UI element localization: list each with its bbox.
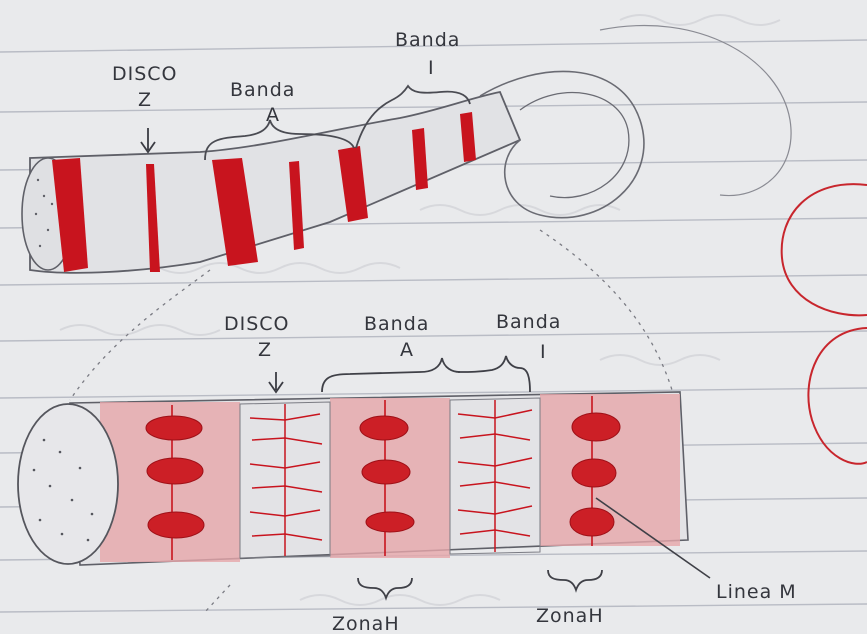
striation — [52, 158, 88, 272]
linea-m-label: Linea M — [716, 581, 797, 603]
top-banda-i-label: Banda — [395, 29, 460, 51]
zona-h-label-2: ZonaH — [536, 605, 604, 627]
top-banda-a-letter: A — [266, 104, 280, 126]
zona-h-brace-1 — [357, 577, 413, 601]
oval — [147, 511, 205, 539]
top-fiber: DISCO Z Banda A Banda I — [21, 25, 792, 274]
banda-a-brace-bottom — [321, 357, 461, 393]
bottom-banda-a-label: Banda — [364, 313, 429, 335]
z-disc-network — [239, 397, 541, 559]
striation — [412, 128, 428, 190]
bottom-banda-a-letter: A — [400, 339, 414, 361]
striation — [338, 146, 368, 222]
bottom-banda-i-label: Banda — [496, 311, 561, 333]
bottom-disco-z-label: DISCO — [224, 313, 290, 335]
striation — [212, 158, 258, 266]
top-banda-i-letter: I — [428, 57, 435, 79]
bottom-banda-i-letter: I — [540, 341, 547, 363]
disco-z-arrow-bottom — [268, 372, 284, 394]
end-cap-dots — [34, 178, 54, 248]
bottom-fiber-end-cap — [17, 403, 119, 565]
oval — [571, 458, 617, 488]
oval — [569, 507, 615, 537]
oval — [359, 415, 409, 441]
fiber-loop — [479, 70, 645, 219]
striation — [289, 161, 304, 250]
fiber-loop-outer — [599, 25, 792, 197]
top-striations — [52, 112, 476, 272]
red-circles — [780, 183, 867, 465]
bottom-cap-dots — [32, 438, 94, 542]
banda-i-brace-top — [355, 84, 471, 149]
oval — [571, 412, 621, 442]
bottom-disco-z-letter: Z — [258, 339, 272, 361]
bottom-fiber: DISCO Z Banda A Banda I ZonaH ZonaH Line… — [17, 311, 797, 634]
top-banda-a-label: Banda — [230, 79, 295, 101]
banda-i-brace-bottom — [457, 355, 531, 393]
oval — [146, 457, 204, 485]
disco-z-arrow-top — [140, 128, 156, 154]
top-disco-z-letter: Z — [138, 89, 152, 111]
oval — [145, 415, 203, 441]
banda-a-brace-top — [204, 119, 355, 161]
projection-lines — [69, 229, 673, 613]
top-disco-z-label: DISCO — [112, 63, 178, 85]
striation — [460, 112, 476, 162]
linea-m-pointer — [595, 497, 711, 579]
zona-h-label-1: ZonaH — [332, 613, 400, 634]
oval — [365, 511, 415, 533]
oval — [361, 459, 411, 485]
zona-h-brace-2 — [547, 569, 603, 593]
fiber-loop-inner — [519, 91, 630, 199]
myosin-ovals — [145, 412, 621, 539]
striation — [146, 164, 160, 272]
